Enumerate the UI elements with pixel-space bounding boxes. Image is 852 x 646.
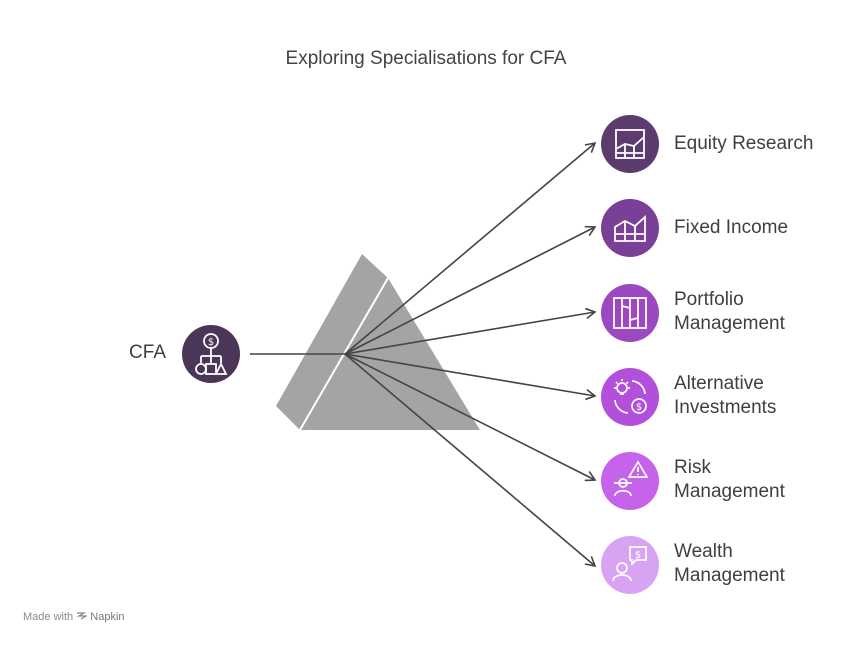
ray-wealth-management xyxy=(344,353,597,568)
node-equity-research xyxy=(601,115,659,173)
idea-cycle-icon: $ xyxy=(614,379,647,414)
columns-icon xyxy=(613,297,647,329)
label-line2: Management xyxy=(674,565,785,586)
prism-front-face xyxy=(300,278,480,430)
ray-fixed-income xyxy=(344,225,597,355)
label-line1: Wealth xyxy=(674,541,733,562)
source-label: CFA xyxy=(129,342,166,363)
ray-equity-research xyxy=(344,141,597,355)
brand-name: Napkin xyxy=(90,611,125,623)
svg-text:$: $ xyxy=(635,550,641,561)
flowchart-dollar-icon: $ xyxy=(195,333,228,375)
label-fixed-income: Fixed Income xyxy=(674,216,788,240)
label-equity-research: Equity Research xyxy=(674,132,813,156)
ray-group xyxy=(344,141,597,568)
node-portfolio-management xyxy=(601,284,659,342)
node-wealth-management: $ xyxy=(601,536,659,594)
label-line1: Alternative xyxy=(674,373,764,394)
napkin-logo-icon xyxy=(76,611,90,623)
label-line1: Portfolio xyxy=(674,289,744,310)
svg-text:$: $ xyxy=(208,337,214,348)
ray-alternative-investments xyxy=(344,353,597,401)
risk-warning-icon xyxy=(614,460,649,497)
label-alternative-investments: Alternative Investments xyxy=(674,372,776,420)
label-line1: Equity Research xyxy=(674,133,814,154)
growth-chart-icon xyxy=(615,129,645,159)
made-with-text: Made with xyxy=(23,611,74,623)
svg-text:$: $ xyxy=(636,402,642,413)
prism-side-face xyxy=(276,254,388,430)
footer-attribution: Made with Napkin xyxy=(23,611,125,623)
label-wealth-management: Wealth Management xyxy=(674,540,785,588)
ray-portfolio-management xyxy=(344,307,597,355)
label-line1: Risk xyxy=(674,457,711,478)
ray-risk-management xyxy=(344,353,597,482)
node-alternative-investments: $ xyxy=(601,368,659,426)
bond-chart-icon xyxy=(614,214,646,242)
advisor-money-icon: $ xyxy=(612,546,647,582)
label-portfolio-management: Portfolio Management xyxy=(674,288,785,336)
source-node: $ xyxy=(182,325,240,383)
diagram-title: Exploring Specialisations for CFA xyxy=(285,48,567,69)
label-line2: Management xyxy=(674,313,785,334)
label-line1: Fixed Income xyxy=(674,217,789,238)
node-risk-management xyxy=(601,452,659,510)
label-line2: Investments xyxy=(674,397,777,418)
label-line2: Management xyxy=(674,481,785,502)
label-risk-management: Risk Management xyxy=(674,456,785,504)
node-fixed-income xyxy=(601,199,659,257)
